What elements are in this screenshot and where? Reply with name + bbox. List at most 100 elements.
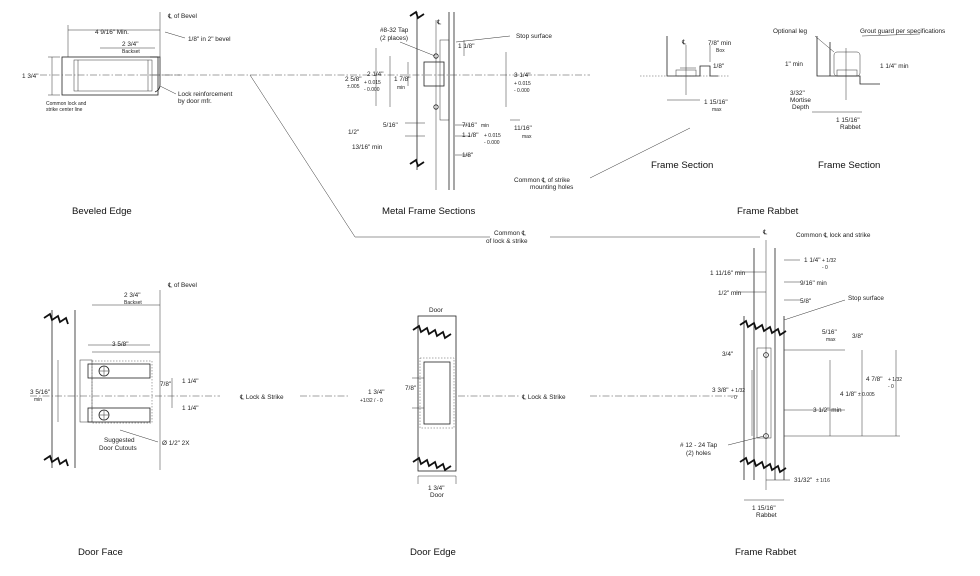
bevel-backset-dim: 2 3/4"	[122, 41, 138, 48]
mf-2-5-8-tol: ±.005	[347, 84, 360, 90]
hole-diameter-label: Ø 1/2" 2X	[162, 440, 190, 447]
fr-depth: Depth	[792, 104, 809, 111]
mf-3-1-4-dim: 3 1/4"	[514, 72, 530, 79]
stop-surface-label: Stop surface	[516, 33, 552, 40]
common-cl-lock-strike-2: of lock & strike	[486, 238, 528, 245]
rb-9-16-min: 9/16" min	[800, 280, 827, 287]
metal-frame-cl: ℄	[436, 19, 441, 26]
cl-lock-strike-label-2: ℄ Lock & Strike	[521, 394, 566, 401]
rb-4-7-8-tol-plus: + 1/32	[888, 377, 902, 383]
mf-1-1-8-b-tol-plus: + 0.015	[484, 133, 501, 139]
de-1-3-4-b-dim: 1 3/4"	[428, 485, 444, 492]
de-7-8-dim: 7/8"	[405, 385, 416, 392]
door-edge-title: Door Edge	[410, 547, 456, 558]
fr-1-min: 1" min	[785, 61, 803, 68]
bevel-width-dim: 4 9/16" Min.	[95, 29, 129, 36]
suggested-cutouts-1: Suggested	[104, 437, 135, 444]
bevel-door-thickness-dim: 1 3/4"	[22, 73, 38, 80]
df-min: min	[34, 397, 42, 403]
fr-rabbet: Rabbet	[840, 124, 861, 131]
mf-11-16-max: max	[522, 134, 532, 140]
rb-common-cl: Common ℄ lock and strike	[796, 232, 871, 239]
mf-1-2-dim: 1/2"	[348, 129, 359, 136]
mf-1-1-8-b-dim: 1 1/8"	[462, 132, 478, 139]
metal-frame-sections-title: Metal Frame Sections	[382, 206, 476, 217]
door-face-detail: ℄ of Bevel 2 3/4" Backset 3 5/8" 3 5/16"…	[30, 282, 220, 558]
df-7-8-dim: 7/8"	[160, 381, 171, 388]
rb-cl: ℄	[762, 229, 767, 236]
rabbet-tap-hole-upper	[763, 352, 769, 358]
optional-leg-label: Optional leg	[773, 28, 808, 35]
lock-reinforcement	[73, 59, 153, 92]
frame-rabbet-detail: ℄ Common ℄ lock and strike 1 1/4" + 1/32…	[680, 229, 902, 558]
frame-section-title-1: Frame Section	[651, 160, 713, 171]
rb-3-4: 3/4"	[722, 351, 733, 358]
fr-mortise: Mortise	[790, 97, 811, 104]
strike-cutout	[423, 61, 445, 87]
df-3-5-8-dim: 3 5/8"	[112, 341, 128, 348]
mf-1-7-8-dim: 1 7/8"	[394, 76, 410, 83]
bevel-common-cl-label-1: Common lock and	[46, 101, 87, 107]
de-1-3-4-tol: +1/32 / - 0	[360, 398, 383, 404]
door-face-title: Door Face	[78, 547, 123, 558]
frame-section-profile-2	[816, 36, 880, 85]
bevel-rate-label: 1/8" in 2" bevel	[188, 36, 231, 43]
grout-guard-label: Grout guard per specifications	[860, 28, 945, 35]
bevel-common-cl-label-2: strike center line	[46, 107, 83, 113]
mf-2-1-4-tol-minus: - 0.000	[364, 87, 380, 93]
fr-1-15-16: 1 15/16"	[836, 117, 860, 124]
lock-reinforcement-label-1: Lock reinforcement	[178, 91, 233, 98]
grout-guard	[833, 51, 861, 77]
door-section	[61, 56, 159, 96]
lock-cutout	[423, 361, 451, 425]
fs-box: Box	[716, 48, 725, 54]
de-1-3-4-dim: 1 3/4"	[368, 389, 384, 396]
rb-3-8: 3/8"	[852, 333, 863, 340]
rb-3-3-8-tol-minus: - 0	[731, 395, 737, 401]
tap-hole-lower	[433, 104, 439, 110]
df-1-1-4-lower: 1 1/4"	[182, 405, 198, 412]
frame-section-title-2: Frame Section	[818, 160, 880, 171]
mf-7-16-dim: 7/16"	[462, 122, 477, 129]
mf-3-1-4-tol-minus: - 0.000	[514, 88, 530, 94]
rb-1-15-16: 1 15/16"	[752, 505, 776, 512]
rb-3-3-8: 3 3/8"	[712, 387, 728, 394]
mf-1-1-8-dim: 1 1/8"	[458, 43, 474, 50]
cutout-lower	[87, 407, 151, 423]
mf-5-16-dim: 5/16"	[383, 122, 398, 129]
rb-4-7-8-tol-minus: - 0	[888, 384, 894, 390]
tap-note-2: (2 places)	[380, 35, 408, 42]
tap-note-1: #8-32 Tap	[380, 27, 409, 34]
fs-7-8-box: 7/8" min	[708, 40, 732, 47]
mf-1-1-8-b-tol-minus: - 0.000	[484, 140, 500, 146]
rb-5-16: 5/16"	[822, 329, 837, 336]
fs-1-8: 1/8"	[713, 63, 724, 70]
df-backset-label: Backset	[124, 300, 142, 306]
fr-1-1-4-min: 1 1/4" min	[880, 63, 909, 70]
door-edge-outline	[417, 315, 457, 472]
rb-4-7-8: 4 7/8"	[866, 376, 882, 383]
fs-1-15-16: 1 15/16"	[704, 99, 728, 106]
fs-cl: ℄	[681, 39, 686, 46]
mf-7-16-min: min	[481, 123, 489, 129]
common-cl-lock-strike-1: Common ℄	[494, 230, 526, 237]
strike-holes-leader	[589, 127, 691, 179]
rb-5-16-max: max	[826, 337, 836, 343]
cl-lock-strike-label-1: ℄ Lock & Strike	[239, 394, 284, 401]
rb-1-1-4-tol-plus: + 1/32	[822, 258, 836, 264]
rb-3-1-2-min: 3 1/2" min	[813, 407, 842, 414]
fr-3-32: 3/32"	[790, 90, 805, 97]
rb-4-1-8-tol: ± 0.005	[858, 392, 875, 398]
rb-rabbet: Rabbet	[756, 512, 777, 519]
rb-31-32: 31/32"	[794, 477, 812, 484]
frame-rabbet-title-bottom: Frame Rabbet	[735, 547, 797, 558]
df-3-5-16-dim: 3 5/16"	[30, 389, 50, 396]
mf-2-1-4-tol-plus: + 0.015	[364, 80, 381, 86]
rb-1-1-4-tol-minus: - 0	[822, 265, 828, 271]
mf-13-16-dim: 13/16" min	[352, 144, 383, 151]
suggested-cutouts-2: Door Cutouts	[99, 445, 137, 452]
rb-5-8: 5/8"	[800, 298, 811, 305]
common-centerline-leader	[249, 74, 356, 238]
rb-tap-note-2: (2) holes	[686, 450, 711, 457]
